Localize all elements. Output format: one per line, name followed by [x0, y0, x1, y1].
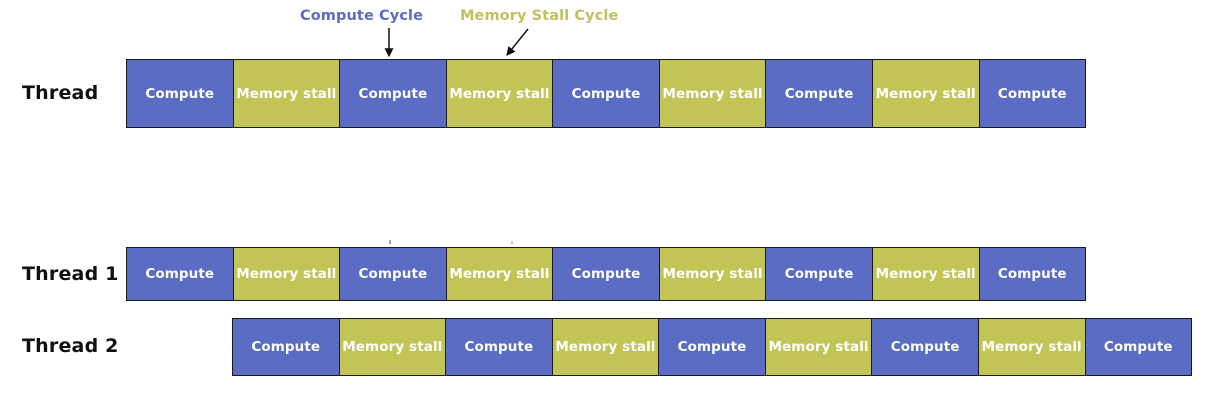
- timeline-block-memory-stall[interactable]: Memory stall: [765, 319, 873, 375]
- timeline-block-memory-stall[interactable]: Memory stall: [339, 319, 447, 375]
- timeline-block-compute[interactable]: Compute: [340, 60, 447, 127]
- row-label-thread-1: Thread 1: [22, 263, 119, 285]
- timeline-block-memory-stall[interactable]: Memory stall: [233, 248, 341, 300]
- timeline-block-memory-stall[interactable]: Memory stall: [978, 319, 1086, 375]
- timeline-block-compute[interactable]: Compute: [127, 60, 234, 127]
- timeline-bar-thread-1: Compute Memory stall Compute Memory stal…: [126, 247, 1086, 301]
- timeline-block-memory-stall[interactable]: Memory stall: [233, 60, 341, 127]
- timeline-block-compute[interactable]: Compute: [127, 248, 234, 300]
- timeline-block-memory-stall[interactable]: Memory stall: [446, 248, 554, 300]
- timeline-block-memory-stall[interactable]: Memory stall: [872, 60, 980, 127]
- arrow-memory-stall-cycle: [506, 28, 529, 56]
- timeline-block-compute[interactable]: Compute: [340, 248, 447, 300]
- tick-mark-right: [511, 241, 513, 244]
- timeline-block-memory-stall[interactable]: Memory stall: [872, 248, 980, 300]
- timeline-block-compute[interactable]: Compute: [766, 248, 873, 300]
- timeline-block-compute[interactable]: Compute: [872, 319, 979, 375]
- timeline-block-memory-stall[interactable]: Memory stall: [552, 319, 660, 375]
- timeline-block-compute[interactable]: Compute: [766, 60, 873, 127]
- tick-mark-left: [389, 240, 391, 244]
- timeline-bar-thread-2: Compute Memory stall Compute Memory stal…: [232, 318, 1192, 376]
- timeline-block-compute[interactable]: Compute: [553, 60, 660, 127]
- timeline-block-compute[interactable]: Compute: [446, 319, 553, 375]
- timeline-block-compute[interactable]: Compute: [233, 319, 340, 375]
- timeline-block-memory-stall[interactable]: Memory stall: [659, 60, 767, 127]
- timeline-block-memory-stall[interactable]: Memory stall: [446, 60, 554, 127]
- legend-label-compute-cycle: Compute Cycle: [300, 8, 424, 24]
- timeline-block-compute[interactable]: Compute: [1085, 319, 1192, 375]
- row-label-thread: Thread: [22, 82, 99, 104]
- timeline-bar-thread: Compute Memory stall Compute Memory stal…: [126, 59, 1086, 128]
- timeline-block-compute[interactable]: Compute: [979, 60, 1086, 127]
- row-label-thread-2: Thread 2: [22, 335, 119, 357]
- timeline-block-compute[interactable]: Compute: [553, 248, 660, 300]
- timeline-block-memory-stall[interactable]: Memory stall: [659, 248, 767, 300]
- timeline-block-compute[interactable]: Compute: [659, 319, 766, 375]
- timeline-block-compute[interactable]: Compute: [979, 248, 1086, 300]
- legend-label-memory-stall-cycle: Memory Stall Cycle: [460, 8, 619, 24]
